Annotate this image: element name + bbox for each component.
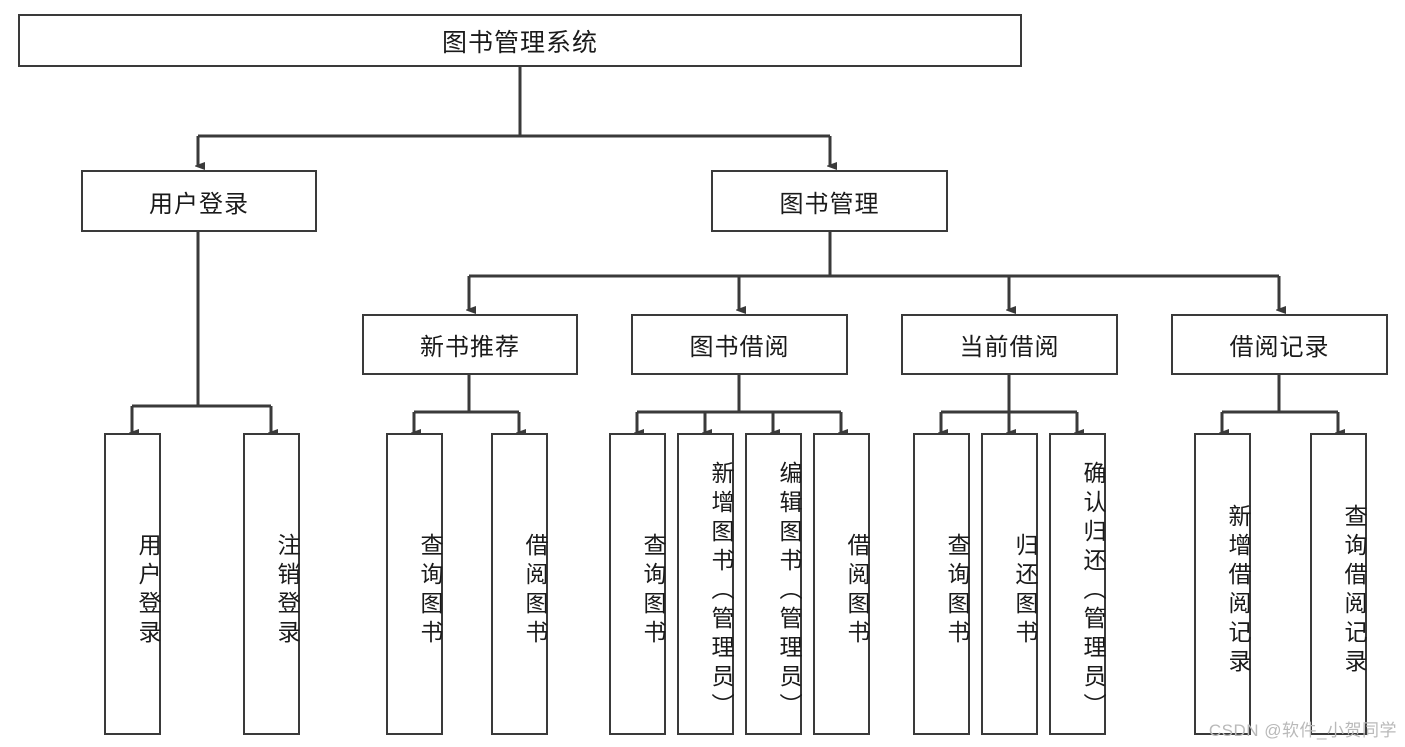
leaf-record-add-record[interactable]: 新增借阅记录 bbox=[1194, 433, 1251, 735]
leaf-label: 查询图书 bbox=[417, 533, 443, 649]
leaf-label: 查询图书 bbox=[640, 533, 666, 649]
leaf-label: 借阅图书 bbox=[522, 533, 548, 649]
node-user-login[interactable]: 用户登录 bbox=[81, 170, 317, 232]
leaf-label: 新增借阅记录 bbox=[1225, 504, 1251, 678]
leaf-label: 查询借阅记录 bbox=[1341, 504, 1367, 678]
node-root-system[interactable]: 图书管理系统 bbox=[18, 14, 1022, 67]
leaf-borrow-query-book[interactable]: 查询图书 bbox=[609, 433, 666, 735]
node-book-management[interactable]: 图书管理 bbox=[711, 170, 948, 232]
leaf-label: 用户登录 bbox=[135, 533, 161, 649]
leaf-user-logout[interactable]: 注销登录 bbox=[243, 433, 300, 735]
leaf-label: 新增图书（管理员） bbox=[708, 460, 734, 722]
node-new-book-recommend[interactable]: 新书推荐 bbox=[362, 314, 578, 375]
leaf-label: 归还图书 bbox=[1012, 533, 1038, 649]
leaf-label: 注销登录 bbox=[274, 533, 300, 649]
leaf-borrow-borrow-book[interactable]: 借阅图书 bbox=[813, 433, 870, 735]
node-book-borrow[interactable]: 图书借阅 bbox=[631, 314, 848, 375]
leaf-label: 确认归还（管理员） bbox=[1080, 460, 1106, 722]
node-current-borrow[interactable]: 当前借阅 bbox=[901, 314, 1118, 375]
leaf-borrow-add-book-admin[interactable]: 新增图书（管理员） bbox=[677, 433, 734, 735]
leaf-recommend-query-book[interactable]: 查询图书 bbox=[386, 433, 443, 735]
csdn-watermark: CSDN @软件_小贺同学 bbox=[1208, 721, 1397, 740]
leaf-user-login-do[interactable]: 用户登录 bbox=[104, 433, 161, 735]
leaf-recommend-borrow-book[interactable]: 借阅图书 bbox=[491, 433, 548, 735]
leaf-current-query-book[interactable]: 查询图书 bbox=[913, 433, 970, 735]
leaf-label: 借阅图书 bbox=[844, 533, 870, 649]
node-borrow-record[interactable]: 借阅记录 bbox=[1171, 314, 1388, 375]
leaf-current-return-book[interactable]: 归还图书 bbox=[981, 433, 1038, 735]
leaf-label: 编辑图书（管理员） bbox=[776, 460, 802, 722]
leaf-current-confirm-return-admin[interactable]: 确认归还（管理员） bbox=[1049, 433, 1106, 735]
leaf-record-query-record[interactable]: 查询借阅记录 bbox=[1310, 433, 1367, 735]
leaf-borrow-edit-book-admin[interactable]: 编辑图书（管理员） bbox=[745, 433, 802, 735]
leaf-label: 查询图书 bbox=[944, 533, 970, 649]
